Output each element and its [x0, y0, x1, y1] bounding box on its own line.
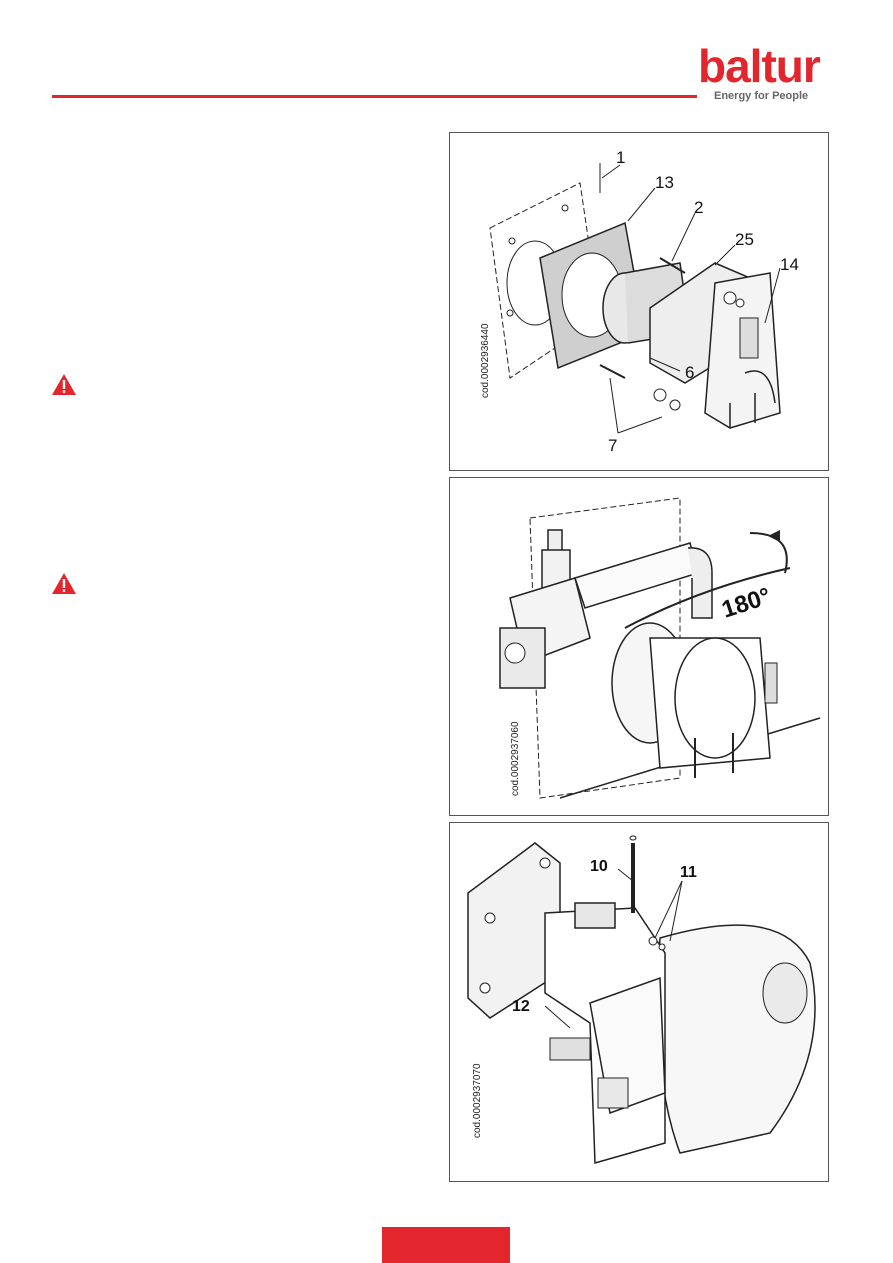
- callout-14: 14: [780, 255, 799, 274]
- callout-7: 7: [608, 436, 617, 455]
- brand-logo: baltur Energy for People: [698, 40, 838, 108]
- callout-1: 1: [616, 148, 625, 167]
- brand-tagline: Energy for People: [714, 90, 809, 102]
- figure-rotation: 180° cod.0002937060: [449, 477, 829, 816]
- callout-13: 13: [655, 173, 674, 192]
- callout-25: 25: [735, 230, 754, 249]
- figure-code: cod.0002936440: [480, 323, 491, 398]
- callout-2: 2: [694, 198, 703, 217]
- header-rule: [52, 95, 697, 98]
- warning-triangle-icon: [52, 573, 76, 594]
- electrode-assembly-illustration: 10 11 12 cod.0002937070: [467, 835, 816, 1164]
- burner-mounting-illustration: 1 13 2 25 14 6 7 cod.0002936440: [480, 148, 799, 455]
- rotation-illustration: 180° cod.0002937060: [499, 497, 821, 799]
- figure-electrode-assembly: 10 11 12 cod.0002937070: [449, 822, 829, 1182]
- callout-12: 12: [512, 998, 530, 1015]
- page-number-tab: [382, 1227, 510, 1263]
- figure-code: cod.0002937070: [472, 1063, 483, 1138]
- rotation-angle-label: 180°: [719, 583, 775, 624]
- figure-code: cod.0002937060: [510, 721, 521, 796]
- callout-6: 6: [685, 363, 694, 382]
- brand-wordmark: baltur: [698, 40, 821, 92]
- callout-10: 10: [590, 858, 608, 875]
- figure-burner-mounting: 1 13 2 25 14 6 7 cod.0002936440: [449, 132, 829, 471]
- callout-11: 11: [680, 864, 697, 881]
- warning-triangle-icon: [52, 374, 76, 395]
